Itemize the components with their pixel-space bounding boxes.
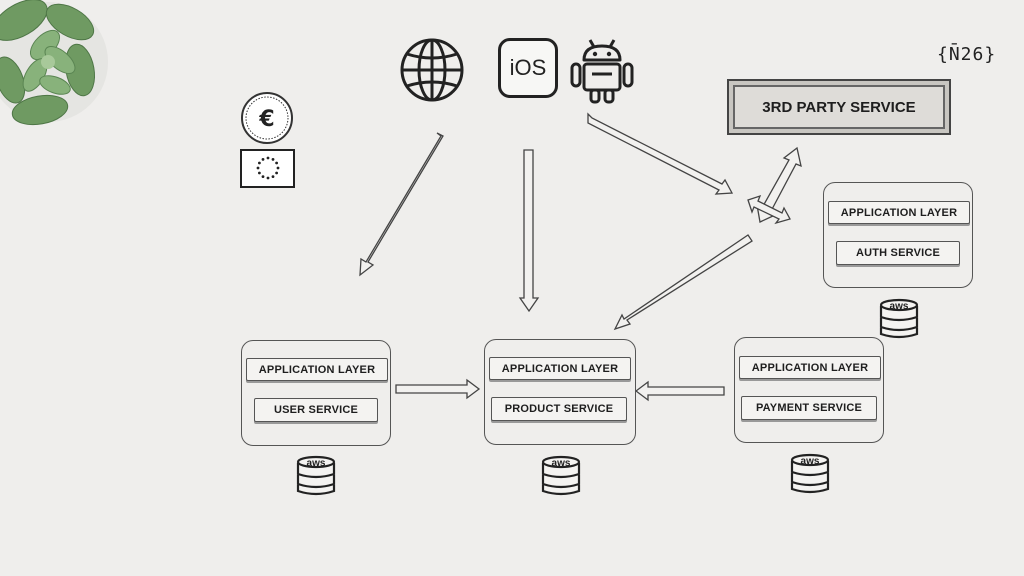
product-application-layer-label: APPLICATION LAYER <box>501 362 619 375</box>
user-service-label: USER SERVICE <box>273 404 359 416</box>
arrow-user-to-product <box>395 378 481 400</box>
eu-flag-icon <box>240 149 295 188</box>
arrow-thirdparty-gateway <box>756 146 802 223</box>
third-party-service-box[interactable]: 3RD PARTY SERVICE <box>727 79 951 135</box>
aws-database-icon: aws <box>541 455 581 497</box>
payment-service-container[interactable] <box>734 337 884 443</box>
user-application-layer-label: APPLICATION LAYER <box>258 363 376 376</box>
aws-database-icon: aws <box>879 298 919 340</box>
product-service-label-box: PRODUCT SERVICE <box>491 397 627 421</box>
user-service-container[interactable] <box>241 340 391 446</box>
payment-service-label-box: PAYMENT SERVICE <box>741 396 877 420</box>
arrow-payment-to-product <box>634 380 725 402</box>
arrow-ios-to-product <box>518 149 540 313</box>
aws-db-label: aws <box>800 456 820 467</box>
auth-service-label: AUTH SERVICE <box>855 247 941 259</box>
ios-label: iOS <box>509 55 547 80</box>
arrow-gateway-crossbar <box>747 194 791 225</box>
third-party-label: 3RD PARTY SERVICE <box>762 98 916 116</box>
auth-application-layer: APPLICATION LAYER <box>828 201 970 224</box>
n26-logo: {N̄26} <box>937 44 997 65</box>
arrow-globe-to-user <box>359 132 444 277</box>
plant-decoration <box>0 0 108 126</box>
user-service-label-box: USER SERVICE <box>254 398 378 422</box>
auth-application-layer-label: APPLICATION LAYER <box>840 206 958 219</box>
aws-db-label: aws <box>551 458 571 469</box>
payment-application-layer: APPLICATION LAYER <box>739 356 881 379</box>
product-application-layer: APPLICATION LAYER <box>489 357 631 380</box>
aws-db-label: aws <box>306 458 326 469</box>
globe-icon <box>400 38 464 102</box>
ios-icon: iOS <box>498 38 558 98</box>
arrow-gateway-to-product <box>613 234 753 331</box>
aws-db-label: aws <box>889 301 909 312</box>
aws-database-icon: aws <box>790 453 830 495</box>
arrow-android-to-gateway <box>587 112 734 195</box>
product-service-label: PRODUCT SERVICE <box>504 403 614 415</box>
auth-service-container[interactable] <box>823 182 973 288</box>
android-icon <box>570 39 634 104</box>
svg-text:€: € <box>258 107 274 132</box>
user-application-layer: APPLICATION LAYER <box>246 358 388 381</box>
payment-application-layer-label: APPLICATION LAYER <box>751 361 869 374</box>
product-service-container[interactable] <box>484 339 636 445</box>
payment-service-label: PAYMENT SERVICE <box>755 402 863 414</box>
euro-coin-icon: € <box>241 92 293 144</box>
auth-service-label-box: AUTH SERVICE <box>836 241 960 265</box>
aws-database-icon: aws <box>296 455 336 497</box>
